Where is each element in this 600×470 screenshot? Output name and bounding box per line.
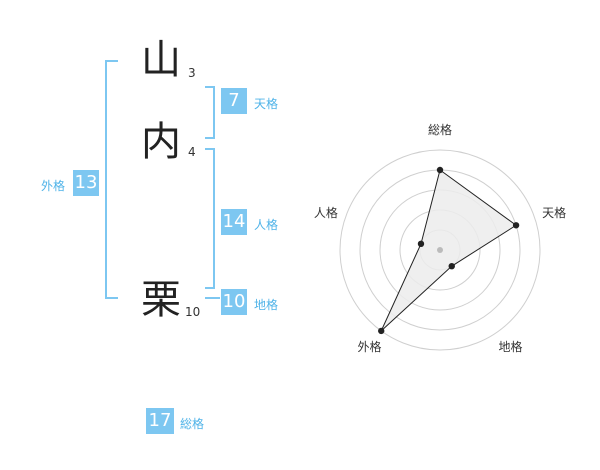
radar-label-総格: 総格 bbox=[428, 122, 452, 137]
surname-char-2: 内 bbox=[141, 119, 181, 165]
soukaku-value: 17 bbox=[146, 408, 174, 434]
soukaku-label: 総格 bbox=[180, 417, 205, 431]
radar-label-人格: 人格 bbox=[314, 205, 338, 220]
jinkaku-bracket bbox=[205, 148, 215, 289]
chikaku-label: 地格 bbox=[254, 298, 279, 312]
radar-point-外格 bbox=[378, 327, 385, 335]
surname-char-1-strokes: 3 bbox=[188, 66, 196, 80]
tenkaku-bracket bbox=[205, 86, 215, 139]
gaikaku-value: 13 bbox=[73, 170, 99, 196]
tenkaku-label: 天格 bbox=[254, 97, 279, 111]
radar-point-天格 bbox=[512, 222, 520, 229]
surname-char-2-strokes: 4 bbox=[188, 145, 196, 159]
surname-char-1: 山 bbox=[141, 37, 181, 83]
chikaku-value: 10 bbox=[221, 289, 247, 315]
given-char-1-strokes: 10 bbox=[185, 305, 201, 319]
radar-label-外格: 外格 bbox=[357, 339, 381, 354]
radar-point-総格 bbox=[436, 166, 444, 174]
radar-points bbox=[378, 166, 520, 335]
jinkaku-label: 人格 bbox=[254, 218, 279, 232]
radar-area bbox=[380, 169, 517, 332]
gaikaku-label: 外格 bbox=[41, 179, 66, 193]
radar-center-dot bbox=[437, 247, 443, 253]
given-char-1: 栗 bbox=[141, 277, 181, 323]
radar-point-人格 bbox=[417, 240, 425, 248]
tenkaku-value: 7 bbox=[221, 88, 247, 114]
radar-ring-5 bbox=[339, 149, 541, 351]
jinkaku-value: 14 bbox=[221, 209, 247, 235]
radar-point-地格 bbox=[448, 262, 455, 270]
gaikaku-bracket bbox=[105, 60, 118, 299]
radar-label-天格: 天格 bbox=[542, 205, 566, 220]
radar-label-地格: 地格 bbox=[499, 339, 523, 354]
